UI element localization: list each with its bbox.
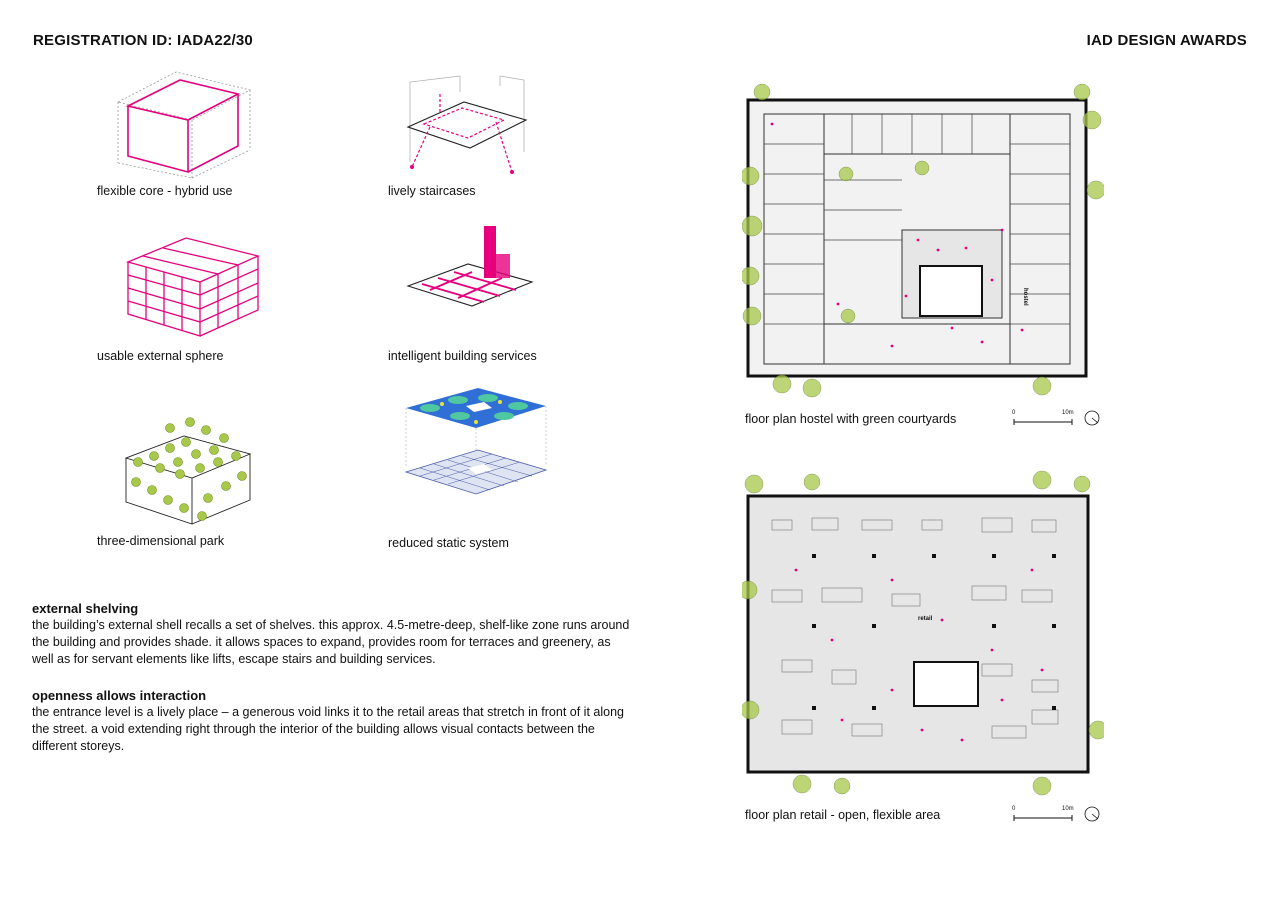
section-external-shelving: external shelving the building’s externa… [32, 600, 632, 668]
lively-staircases-diagram [406, 75, 528, 174]
diagram-caption: intelligent building services [388, 349, 537, 363]
scale-bar [1013, 806, 1100, 822]
building-services-diagram [406, 226, 534, 307]
diagram-caption: lively staircases [388, 184, 476, 198]
section-title: openness allows interaction [32, 688, 207, 703]
registration-id: REGISTRATION ID: IADA22/30 [33, 32, 253, 49]
retail-floor-plan: retail [742, 470, 1104, 796]
hostel-floor-plan: hostel [742, 83, 1104, 398]
diagram-caption: usable external sphere [97, 349, 224, 363]
section-openness: openness allows interaction the entrance… [32, 687, 632, 755]
three-dimensional-park-diagram [124, 417, 252, 525]
plan-caption: floor plan hostel with green courtyards [745, 412, 957, 426]
flexible-core-diagram [116, 71, 252, 179]
diagram-caption: three-dimensional park [97, 534, 225, 548]
award-title: IAD DESIGN AWARDS [1086, 32, 1247, 49]
scale-start: 0 [1012, 410, 1016, 416]
diagram-caption: flexible core - hybrid use [97, 184, 233, 198]
section-title: external shelving [32, 601, 139, 616]
reduced-static-system-diagram [404, 388, 548, 495]
plan-label: retail [918, 616, 933, 622]
plan-label: hostel [1022, 288, 1028, 306]
diagram-caption: reduced static system [388, 536, 509, 550]
section-body: the entrance level is a lively place – a… [32, 705, 624, 753]
scale-start: 0 [1012, 806, 1016, 812]
scale-bar [1013, 410, 1100, 426]
scale-end: 10m [1062, 410, 1074, 416]
section-body: the building’s external shell recalls a … [32, 618, 630, 666]
plan-caption: floor plan retail - open, flexible area [745, 808, 941, 822]
scale-end: 10m [1062, 806, 1074, 812]
external-sphere-diagram [126, 237, 260, 337]
